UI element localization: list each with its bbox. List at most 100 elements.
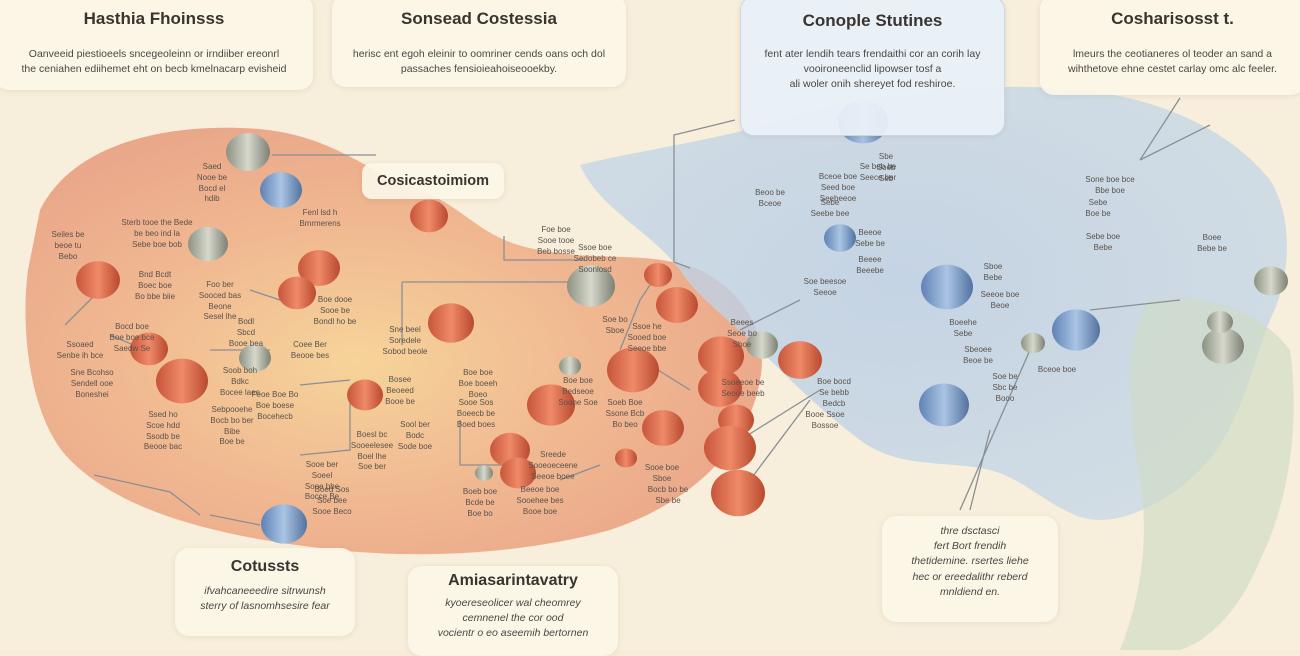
warm-marker <box>615 448 637 468</box>
map-label-line: Bmrmerens <box>299 218 341 228</box>
card-top-blue: Conople Stutines fent ater lendih tears … <box>740 0 1005 136</box>
card-top-middle: Sonsead Costessia herisc ent egoh eleini… <box>332 0 626 87</box>
map-label-line: Sooeoeceene <box>528 460 578 470</box>
connector <box>619 284 651 351</box>
warm-marker <box>76 261 120 299</box>
map-label-line: hdib <box>204 194 220 204</box>
map-label-line: Bocb bo be <box>647 485 689 494</box>
map-label-line: Foo ber <box>206 280 234 289</box>
map-label-line: Feoe Boe Bo <box>251 390 299 399</box>
map-label-line: Boe be <box>1085 208 1111 218</box>
map-label-line: Bebe be <box>1197 243 1227 253</box>
map-label-line: Seed boe <box>820 182 856 192</box>
map-label-line: Boe boese <box>255 400 295 410</box>
card-line: wihthetove ehne cestet carlay omc alc fe… <box>1068 63 1277 76</box>
warm-marker <box>278 276 316 310</box>
map-label-line: Boeb boe <box>462 487 498 496</box>
card-line: hec or ereedalithr reberd <box>912 570 1028 583</box>
map-label-line: Sone boe bce <box>1085 175 1135 184</box>
connector <box>64 294 96 326</box>
map-label-line: Ssed ho <box>148 410 178 419</box>
card-line: vocientr o eo aseemih bertornen <box>437 627 589 640</box>
map-label-line: Bedcb <box>822 398 846 408</box>
map-label-line: Seeoe boee <box>531 471 575 481</box>
map-label-line: Bocehecb <box>257 411 293 421</box>
map-label-line: Bebe <box>983 272 1003 282</box>
map-label-line: Soe bee <box>317 495 347 505</box>
warm-marker <box>298 249 340 287</box>
map-label-line: Sooehee bes <box>516 495 564 505</box>
map-label-line: Bodl <box>237 317 255 326</box>
map-label-line: Boeehe <box>949 318 977 327</box>
neutral-marker <box>559 356 581 376</box>
map-label-line: Beeoe boe <box>520 485 560 494</box>
map-label-line: Scoe hdd <box>146 420 180 430</box>
map-label-line: Bdkc <box>231 376 249 386</box>
warm-marker <box>130 332 168 366</box>
map-label-line: Sesel lhe <box>203 312 237 322</box>
neutral-marker <box>746 331 778 359</box>
neutral-marker <box>1021 332 1045 354</box>
map-label-line: Saed <box>202 162 222 171</box>
map-label-line: Coee Ber <box>293 340 327 349</box>
card-line: ifvahcaneeedire sitrwunsh <box>204 585 326 597</box>
connector <box>93 474 201 516</box>
card-line: Oanveeid piestioeels sncegeoleinn or irn… <box>28 48 280 60</box>
map-label-line: Ssoeeoe be <box>721 378 765 387</box>
map-label-line: Boe boe bce <box>109 332 155 342</box>
map-label-line: Beeebe <box>856 265 884 275</box>
connector <box>1139 97 1181 161</box>
connector <box>673 261 691 269</box>
card-line: fent ater lendih tears frendaithi cor an… <box>764 48 981 60</box>
map-label-line: Soe be <box>992 372 1018 381</box>
warm-marker <box>711 469 765 517</box>
map-label-line: Soe beesoe <box>803 277 847 286</box>
map-label-line: Beooe bes <box>290 350 330 360</box>
neutral-marker <box>1202 327 1244 365</box>
connector <box>739 299 801 331</box>
map-label-line: Fenl lsd h <box>302 208 338 217</box>
map-label-line: Bocd boe <box>115 322 149 331</box>
map-label-line: Ssoe boe <box>578 243 612 252</box>
map-label-line: Beoeed <box>386 385 414 395</box>
map-label-line: Bocee laee <box>219 387 261 397</box>
card-line: mnldiend en. <box>939 585 1001 598</box>
map-label-line: Sooe Sos <box>458 398 494 407</box>
map-label-line: Sebpooehe <box>211 405 253 414</box>
card-line: ali woler onih shereyet fod reshiroe. <box>789 78 956 91</box>
card-bottom-middle: Amiasarintavatry kyoereseolicer wal cheo… <box>408 566 618 656</box>
map-label-line: Sebe <box>953 328 973 338</box>
warm-marker <box>778 341 822 379</box>
map-label-line: Sooed boe <box>627 332 667 342</box>
map-label-line: Soob boh <box>222 366 258 375</box>
map-label-line: Soeel <box>311 470 333 480</box>
card-line: thetidemine. rsertes liehe <box>911 555 1029 568</box>
map-label-line: Soredele <box>388 335 422 345</box>
card-line: lmeurs the ceotianeres ol teoder an sand… <box>1072 48 1273 60</box>
map-label-line: Sooe bbe <box>304 481 340 491</box>
map-label-line: Nooe be <box>196 172 228 182</box>
map-label-line: Boeo <box>468 389 488 399</box>
card-line: the ceniahen ediihemet eht on becb kmeln… <box>21 63 287 76</box>
map-label-line: Bedseoe <box>562 386 594 396</box>
map-label-line: Seb <box>878 173 894 183</box>
map-label-line: Sebe boe bob <box>132 239 182 249</box>
